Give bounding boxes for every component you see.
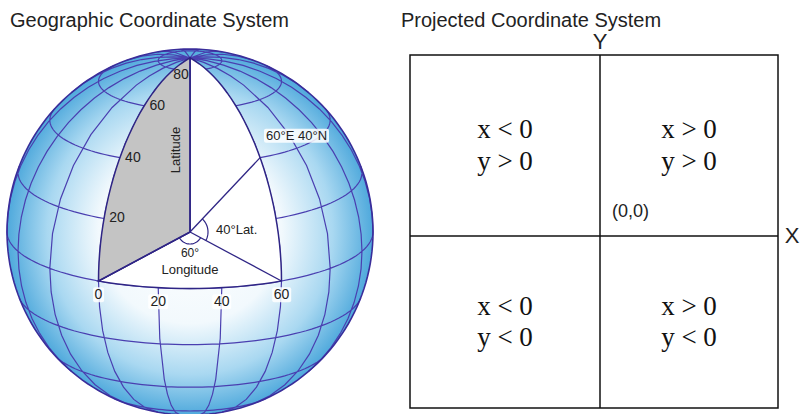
grid-frame xyxy=(410,55,778,408)
quadrant-sign: x < 0 xyxy=(477,114,533,145)
axis-name: Y xyxy=(593,30,608,54)
latitude-value: 20 xyxy=(109,211,125,226)
longitude-value: 20 xyxy=(148,294,168,309)
globe-outline xyxy=(7,49,373,414)
angle-label: 40°Lat. xyxy=(216,223,257,237)
angle-arc xyxy=(202,219,208,241)
origin-label: (0,0) xyxy=(612,202,649,222)
quadrant-sign: x > 0 xyxy=(661,291,717,322)
x-axis xyxy=(410,235,778,237)
angle-arc xyxy=(179,238,200,244)
longitude-value: 40 xyxy=(212,294,232,309)
longitude-value: 0 xyxy=(93,287,105,302)
panel-title: Projected Coordinate System xyxy=(401,9,661,31)
y-axis xyxy=(599,55,601,408)
angle-label: 60° xyxy=(181,247,199,260)
quadrant-sign: y < 0 xyxy=(477,322,533,353)
panel-title: Geographic Coordinate System xyxy=(10,9,289,31)
axis-caption: Latitude xyxy=(169,127,183,173)
quadrant-sign: y > 0 xyxy=(477,146,533,177)
axis-caption: Longitude xyxy=(161,263,218,277)
graticule xyxy=(7,49,373,414)
cutaway-wedge xyxy=(99,58,282,289)
quadrant-sign: y < 0 xyxy=(661,322,717,353)
meridian-plane xyxy=(99,58,191,281)
quadrant-cell: x < 0y > 0 xyxy=(410,55,600,236)
longitude-value: 60 xyxy=(272,287,292,302)
quadrant-cell: x < 0y < 0 xyxy=(410,236,600,408)
projected-grid xyxy=(410,55,778,408)
quadrant-sign: y > 0 xyxy=(661,146,717,177)
latitude-value: 40 xyxy=(125,150,141,165)
globe xyxy=(7,49,373,414)
point-label: 60°E 40°N xyxy=(264,128,329,142)
axis-name: X xyxy=(785,224,800,248)
radius-line xyxy=(189,58,190,232)
quadrant-sign: x > 0 xyxy=(661,114,717,145)
latitude-value: 60 xyxy=(149,98,165,113)
globe-surface xyxy=(7,49,373,414)
quadrant-cell: x > 0y < 0 xyxy=(600,236,778,408)
quadrant-sign: x < 0 xyxy=(477,291,533,322)
latitude-value: 80 xyxy=(173,67,189,82)
radius-line xyxy=(190,158,260,232)
